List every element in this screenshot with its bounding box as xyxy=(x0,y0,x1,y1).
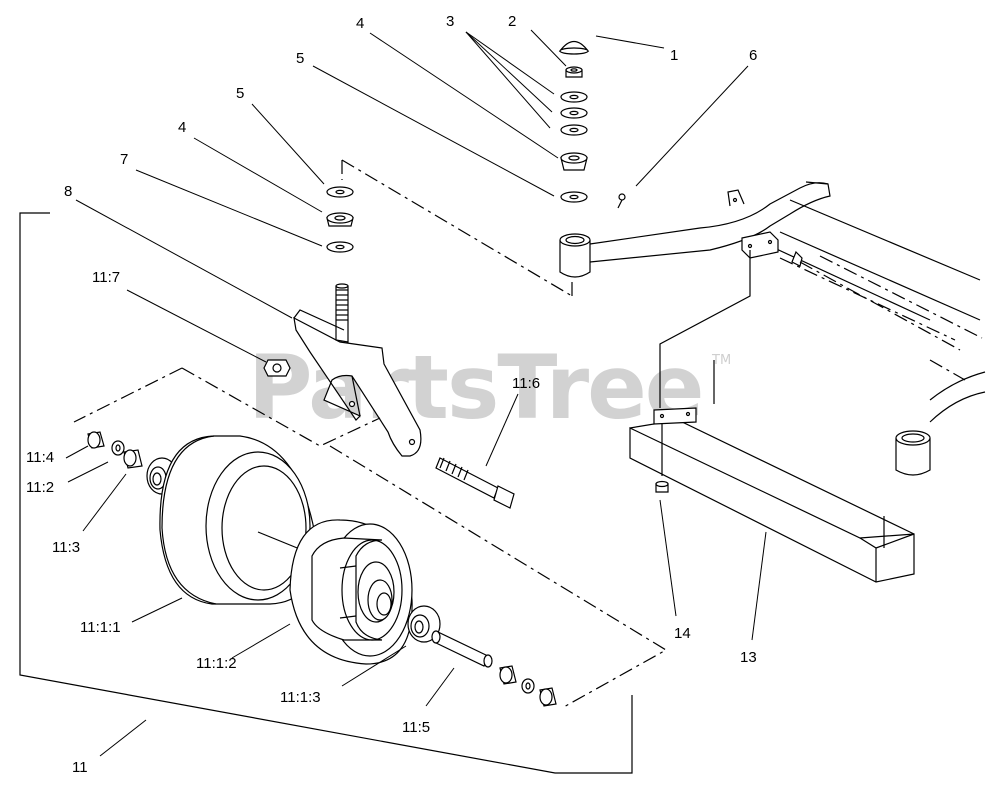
weight-block xyxy=(629,407,915,583)
line-art xyxy=(19,29,986,774)
assembly-11-bracket xyxy=(19,212,633,774)
callout-1: 1 xyxy=(670,47,678,64)
watermark-trademark: TM xyxy=(711,353,731,368)
callout-11: 11 xyxy=(72,759,88,776)
frame-dashed-lines xyxy=(779,255,983,381)
axle-bolt xyxy=(263,359,515,509)
caster-fork xyxy=(293,186,422,457)
top-stack xyxy=(558,40,626,209)
alignment-dashed-lines xyxy=(73,159,668,709)
callout-4-mid: 4 xyxy=(178,119,186,136)
callout-11-7: 11:7 xyxy=(92,269,120,286)
callout-11-6: 11:6 xyxy=(512,375,540,392)
callout-11-5: 11:5 xyxy=(402,719,430,736)
callout-14: 14 xyxy=(674,625,691,642)
callout-5-top: 5 xyxy=(296,50,304,67)
callout-8: 8 xyxy=(64,183,72,200)
callout-labels: 1 2 3 4 5 6 5 4 7 8 11:7 11:6 11:4 11:2 … xyxy=(26,13,757,776)
wheel-assembly xyxy=(87,431,557,707)
callout-7: 7 xyxy=(120,151,128,168)
callout-3: 3 xyxy=(446,13,454,30)
block-reference-line xyxy=(659,250,751,408)
leader-lines xyxy=(65,29,767,757)
callout-13: 13 xyxy=(740,649,757,666)
caster-arm-frame xyxy=(559,181,986,476)
callout-4-top: 4 xyxy=(356,15,364,32)
callout-2: 2 xyxy=(508,13,516,30)
callout-11-1-2: 11:1:2 xyxy=(196,655,237,672)
callout-11-2: 11:2 xyxy=(26,479,54,496)
callout-11-1-1: 11:1:1 xyxy=(80,619,121,636)
callout-5-mid: 5 xyxy=(236,85,244,102)
callout-6: 6 xyxy=(749,47,757,64)
callout-11-4: 11:4 xyxy=(26,449,54,466)
callout-11-1-3: 11:1:3 xyxy=(280,689,321,706)
callout-11-3: 11:3 xyxy=(52,539,80,556)
